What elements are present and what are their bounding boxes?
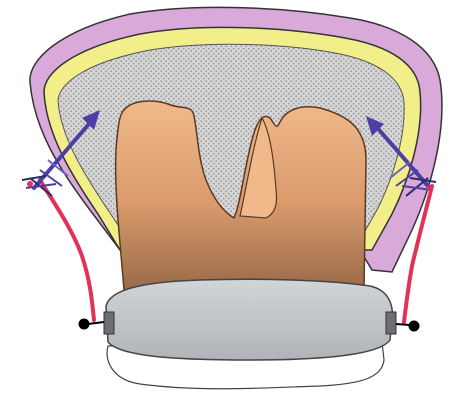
left-clip bbox=[104, 312, 114, 334]
anchor-dot-icon bbox=[409, 321, 420, 332]
right-anchor bbox=[396, 321, 420, 332]
anchor-dot-icon bbox=[79, 319, 90, 330]
right-clip bbox=[386, 312, 396, 334]
base-plate bbox=[106, 279, 392, 360]
left-anchor bbox=[79, 319, 105, 330]
